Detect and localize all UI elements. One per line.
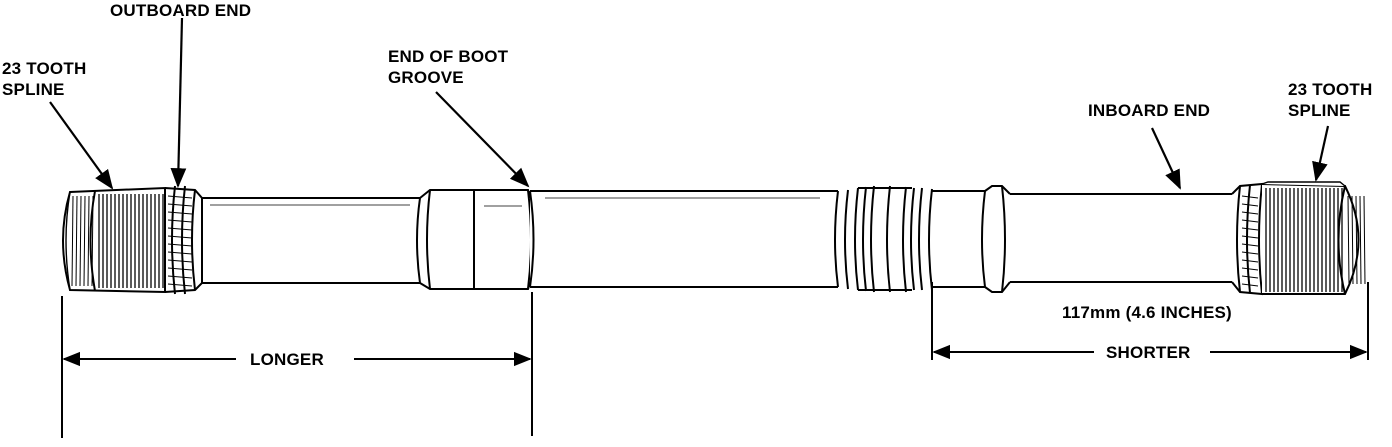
spline-tooth [1241,203,1259,207]
outboard-end-label: OUTBOARD END [110,1,252,20]
spline-tooth [1241,259,1259,263]
shorter-label: SHORTER [1106,343,1191,362]
spline-tooth [1241,235,1259,239]
spline-tooth [1359,195,1362,285]
boot-groove-end [529,190,535,288]
inboard-collar [981,185,1011,293]
outboard-spline-teeth [71,194,164,288]
spline-tooth [75,195,78,287]
shaft-body [195,190,1232,288]
spline-tooth [167,251,193,255]
inboard-end-label: INBOARD END [1088,101,1211,120]
spline-tooth [83,195,86,287]
boot-groove-label-line2: GROOVE [388,68,464,87]
ribbed-section [834,185,985,293]
spline-tooth [167,211,193,215]
left-spline-leader [49,101,114,190]
inboard-spline-teeth [1265,188,1366,292]
spline-tooth [91,195,94,287]
spline-tooth [1241,243,1259,247]
spline-tooth [1241,227,1259,231]
outboard-end-leader [170,17,187,188]
spline-tooth [167,227,193,231]
spline-tooth [167,283,193,287]
spline-tooth [1241,251,1259,255]
spline-tooth [167,259,193,263]
right-spline-label-line1: 23 TOOTH [1288,80,1373,99]
spline-tooth [79,195,82,287]
left-spline-label-line1: 23 TOOTH [2,59,87,78]
spline-tooth [1241,195,1259,199]
spline-tooth [71,195,74,287]
spline-tooth [1241,275,1259,279]
inboard-end-leader [1151,127,1181,190]
spline-tooth [1363,195,1366,285]
spline-tooth [167,203,193,207]
spline-tooth [1347,195,1350,285]
axle-shaft [62,181,1360,296]
measurement-label: 117mm (4.6 INCHES) [1062,303,1232,322]
spline-tooth [1241,283,1259,287]
spline-tooth [167,195,193,199]
boot-groove-leader [435,91,530,188]
spline-tooth [1241,267,1259,271]
spline-tooth [1355,195,1358,285]
leader-arrows [49,17,1330,190]
spline-tooth [167,219,193,223]
spline-tooth [1351,195,1354,285]
left-spline-label-line2: SPLINE [2,80,65,99]
spline-tooth [1241,219,1259,223]
spline-tooth [167,243,193,247]
spline-tooth [87,195,90,287]
right-spline-label-line2: SPLINE [1288,101,1351,120]
right-spline-leader [1312,125,1330,182]
spline-tooth [167,275,193,279]
spline-ring-teeth [167,195,1259,287]
spline-tooth [167,267,193,271]
dimension-lines [61,282,1369,438]
spline-tooth [1241,211,1259,215]
boot-groove-label-line1: END OF BOOT [388,47,509,66]
spline-tooth [167,235,193,239]
boot-groove-band [416,189,532,290]
longer-label: LONGER [250,350,324,369]
